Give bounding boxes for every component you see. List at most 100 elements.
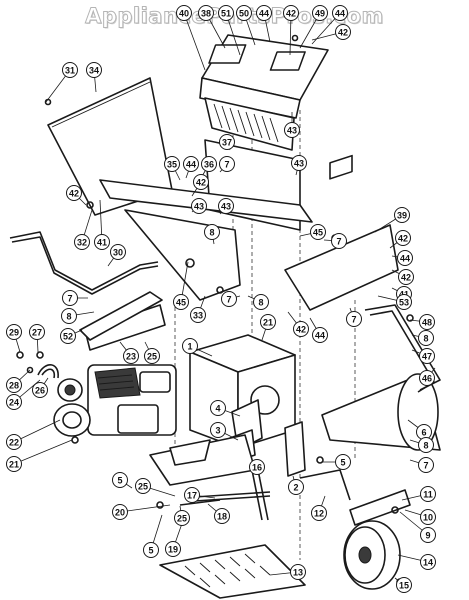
callout-number: 9: [425, 531, 430, 541]
callout-39: 39: [394, 207, 410, 223]
callout-8: 8: [418, 330, 434, 346]
callout-43: 43: [291, 155, 307, 171]
callout-25: 25: [174, 510, 190, 526]
callout-12: 12: [311, 505, 327, 521]
callout-leader: [119, 504, 171, 513]
callout-number: 31: [65, 66, 75, 76]
callout-21: 21: [260, 314, 276, 330]
callout-number: 44: [186, 160, 196, 170]
wheel-side-plate: [284, 421, 306, 477]
callout-number: 25: [147, 352, 157, 362]
callout-number: 25: [138, 482, 148, 492]
callout-47: 47: [419, 348, 435, 364]
callout-number: 11: [423, 490, 433, 500]
callout-number: 7: [336, 237, 341, 247]
wheel-bracket: [349, 489, 411, 526]
callout-number: 21: [9, 460, 19, 470]
callout-number: 44: [315, 331, 325, 341]
callout-37: 37: [219, 134, 235, 150]
callout-8: 8: [204, 224, 220, 240]
callout-10: 10: [420, 509, 436, 525]
callout-45: 45: [173, 294, 189, 310]
callout-number: 4: [215, 404, 220, 414]
callout-32: 32: [74, 234, 90, 250]
callout-number: 18: [217, 512, 227, 522]
callout-8: 8: [253, 294, 269, 310]
handle-bar: [9, 231, 159, 295]
callout-19: 19: [165, 541, 181, 557]
callout-52: 52: [60, 328, 76, 344]
callout-number: 23: [126, 352, 136, 362]
callout-number: 27: [32, 328, 42, 338]
callout-number: 43: [221, 202, 231, 212]
callout-42: 42: [293, 321, 309, 337]
callout-42: 42: [395, 230, 411, 246]
callout-44: 44: [256, 5, 272, 21]
callout-number: 21: [263, 318, 273, 328]
callout-number: 40: [179, 9, 189, 19]
callout-15: 15: [396, 577, 412, 593]
callout-number: 37: [222, 138, 232, 148]
callout-44: 44: [183, 156, 199, 172]
callout-2: 2: [288, 479, 304, 495]
callout-42: 42: [283, 5, 299, 21]
callout-number: 44: [259, 9, 269, 19]
callout-44: 44: [312, 327, 328, 343]
callout-number: 42: [296, 325, 306, 335]
callout-number: 19: [168, 545, 178, 555]
callout-leader: [13, 419, 61, 443]
callout-number: 8: [258, 298, 263, 308]
callout-number: 51: [221, 9, 231, 19]
callout-26: 26: [32, 382, 48, 398]
callout-11: 11: [420, 486, 436, 502]
callout-25: 25: [144, 348, 160, 364]
callout-46: 46: [419, 370, 435, 386]
callout-42: 42: [335, 24, 351, 40]
callout-22: 22: [6, 434, 22, 450]
callout-number: 3: [215, 426, 220, 436]
callout-34: 34: [86, 62, 102, 78]
callout-6: 6: [416, 424, 432, 440]
callout-number: 35: [167, 160, 177, 170]
callout-5: 5: [335, 454, 351, 470]
callout-5: 5: [143, 542, 159, 558]
callout-31: 31: [62, 62, 78, 78]
callout-45: 45: [310, 224, 326, 240]
callout-number: 8: [66, 312, 71, 322]
callout-21: 21: [6, 456, 22, 472]
callout-number: 52: [63, 332, 73, 342]
engine-mount-plate: [79, 291, 166, 351]
callout-number: 13: [293, 568, 303, 578]
callout-number: 32: [77, 238, 87, 248]
callout-number: 42: [401, 273, 411, 283]
callout-23: 23: [123, 348, 139, 364]
callout-7: 7: [62, 290, 78, 306]
callout-36: 36: [201, 156, 217, 172]
callout-35: 35: [164, 156, 180, 172]
callout-number: 7: [423, 461, 428, 471]
callout-number: 53: [399, 298, 409, 308]
callout-number: 49: [315, 9, 325, 19]
callout-51: 51: [218, 5, 234, 21]
callout-number: 17: [187, 491, 197, 501]
engine-base-plate: [149, 434, 256, 486]
callout-number: 24: [9, 398, 19, 408]
callout-13: 13: [290, 564, 306, 580]
callout-number: 15: [399, 581, 409, 591]
callout-number: 46: [422, 374, 432, 384]
callout-7: 7: [346, 311, 362, 327]
callout-20: 20: [112, 504, 128, 520]
callout-number: 45: [176, 298, 186, 308]
callout-50: 50: [236, 5, 252, 21]
callout-30: 30: [110, 244, 126, 260]
callout-number: 43: [194, 202, 204, 212]
callout-number: 42: [196, 178, 206, 188]
callout-43: 43: [191, 198, 207, 214]
callout-number: 42: [286, 9, 296, 19]
callout-number: 16: [252, 463, 262, 473]
callout-number: 20: [115, 508, 125, 518]
callout-44: 44: [332, 5, 348, 21]
callout-number: 7: [226, 295, 231, 305]
